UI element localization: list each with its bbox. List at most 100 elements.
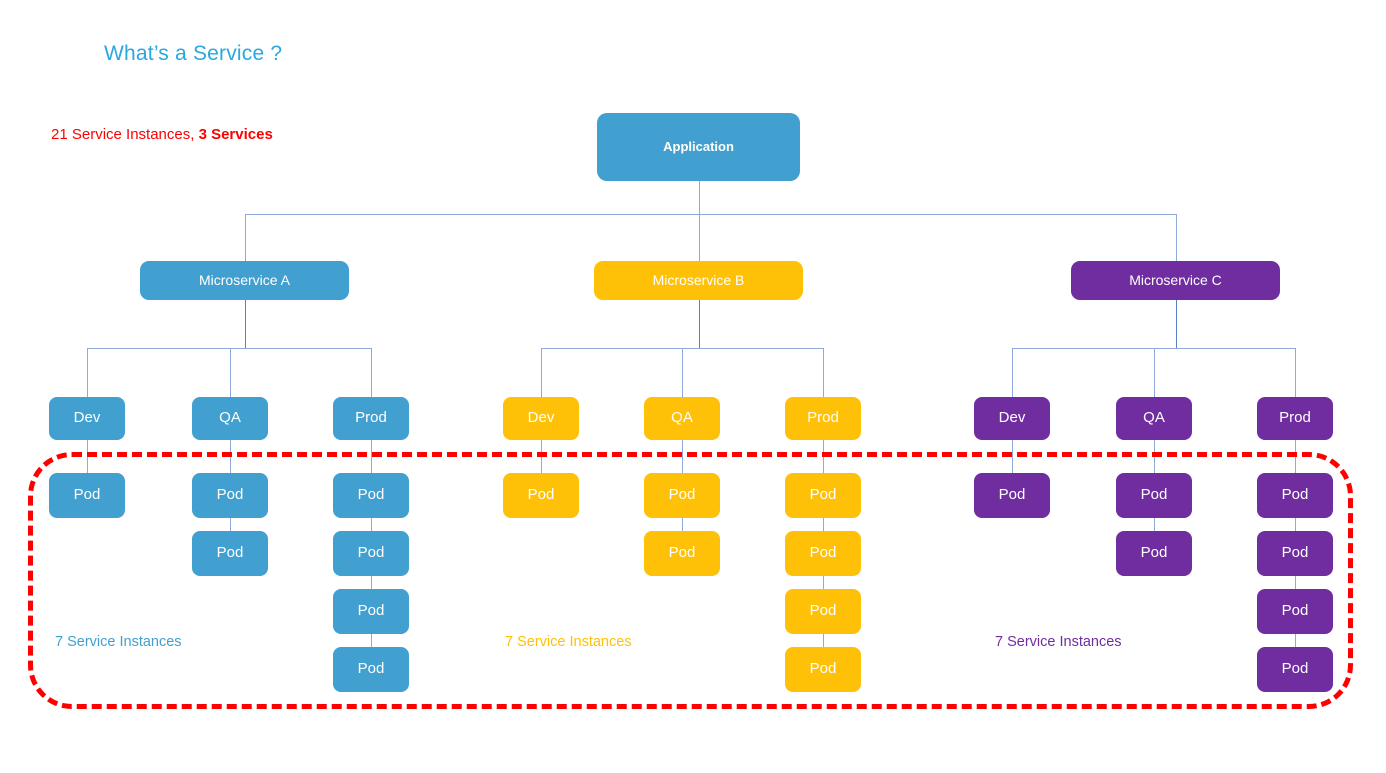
connector-micro-bus [87, 348, 371, 349]
connector-micro-bus [1012, 348, 1295, 349]
pod-node-1-0-0-label: Pod [527, 486, 555, 504]
pod-node-0-1-0[interactable]: Pod [192, 473, 268, 518]
pod-node-1-2-2-label: Pod [809, 602, 837, 620]
connector-pod-link [371, 576, 372, 589]
instances-label-1: 7 Service Instances [505, 634, 632, 650]
connector-pod-link [1154, 440, 1155, 473]
pod-node-0-2-0[interactable]: Pod [333, 473, 409, 518]
pod-node-2-2-1[interactable]: Pod [1257, 531, 1333, 576]
summary-label: 21 Service Instances, 3 Services [51, 126, 273, 143]
pod-node-1-1-1[interactable]: Pod [644, 531, 720, 576]
pod-node-2-1-0-label: Pod [1140, 486, 1168, 504]
connector-pod-link [682, 440, 683, 473]
pod-node-2-2-0[interactable]: Pod [1257, 473, 1333, 518]
connector-pod-link [230, 518, 231, 531]
connector-app-bus [244, 214, 1176, 215]
environment-node-0-1[interactable]: QA [192, 397, 268, 440]
environment-node-0-0-label: Dev [73, 409, 101, 427]
environment-node-1-2[interactable]: Prod [785, 397, 861, 440]
connector-pod-link [1295, 440, 1296, 473]
summary-prefix: 21 Service Instances, [51, 126, 199, 143]
pod-node-0-2-2-label: Pod [357, 602, 385, 620]
application-node-label: Application [663, 138, 734, 154]
connector-pod-link [371, 634, 372, 647]
connector-micro-stem [698, 300, 700, 348]
environment-node-0-2-label: Prod [355, 409, 387, 427]
pod-node-0-2-3[interactable]: Pod [333, 647, 409, 692]
pod-node-1-2-1-label: Pod [809, 544, 837, 562]
pod-node-1-2-3[interactable]: Pod [785, 647, 861, 692]
pod-node-2-2-3[interactable]: Pod [1257, 647, 1333, 692]
pod-node-1-2-2[interactable]: Pod [785, 589, 861, 634]
pod-node-2-2-0-label: Pod [1281, 486, 1309, 504]
environment-node-2-0-label: Dev [998, 409, 1026, 427]
environment-node-2-0[interactable]: Dev [974, 397, 1050, 440]
pod-node-1-2-0-label: Pod [809, 486, 837, 504]
environment-node-0-2[interactable]: Prod [333, 397, 409, 440]
environment-node-1-1[interactable]: QA [644, 397, 720, 440]
pod-node-0-2-2[interactable]: Pod [333, 589, 409, 634]
pod-node-0-2-3-label: Pod [357, 660, 385, 678]
connector-pod-link [1295, 518, 1296, 531]
connector-pod-link [823, 440, 824, 473]
pod-node-2-2-3-label: Pod [1281, 660, 1309, 678]
environment-node-2-1[interactable]: QA [1116, 397, 1192, 440]
connector-pod-link [1012, 440, 1013, 473]
connector-env-drop [1012, 348, 1013, 397]
microservice-node-0[interactable]: Microservice A [140, 261, 349, 300]
microservice-node-0-label: Microservice A [198, 271, 291, 288]
connector-pod-link [87, 440, 88, 473]
connector-env-drop [823, 348, 824, 397]
pod-node-1-2-3-label: Pod [809, 660, 837, 678]
connector-env-drop [682, 348, 683, 397]
microservice-node-2-label: Microservice C [1129, 271, 1222, 288]
connector-pod-link [1154, 518, 1155, 531]
application-node[interactable]: Application [597, 113, 800, 181]
connector-micro-drop [244, 214, 246, 261]
pod-node-1-2-0[interactable]: Pod [785, 473, 861, 518]
pod-node-1-2-1[interactable]: Pod [785, 531, 861, 576]
connector-pod-link [1295, 634, 1296, 647]
connector-pod-link [823, 518, 824, 531]
environment-node-2-2-label: Prod [1279, 409, 1311, 427]
pod-node-2-0-0[interactable]: Pod [974, 473, 1050, 518]
connector-app-stem [698, 181, 700, 214]
connector-pod-link [823, 576, 824, 589]
connector-env-drop [230, 348, 231, 397]
pod-node-2-2-2[interactable]: Pod [1257, 589, 1333, 634]
pod-node-0-0-0-label: Pod [73, 486, 101, 504]
connector-pod-link [1295, 576, 1296, 589]
pod-node-2-1-0[interactable]: Pod [1116, 473, 1192, 518]
pod-node-0-2-1[interactable]: Pod [333, 531, 409, 576]
microservice-node-1[interactable]: Microservice B [594, 261, 803, 300]
environment-node-1-0[interactable]: Dev [503, 397, 579, 440]
pod-node-0-2-0-label: Pod [357, 486, 385, 504]
connector-app-drop-center [698, 214, 700, 261]
connector-micro-stem [1175, 300, 1177, 348]
pod-node-0-2-1-label: Pod [357, 544, 385, 562]
connector-micro-drop [1175, 214, 1177, 261]
pod-node-2-2-2-label: Pod [1281, 602, 1309, 620]
environment-node-0-0[interactable]: Dev [49, 397, 125, 440]
connector-env-drop [371, 348, 372, 397]
environment-node-1-2-label: Prod [807, 409, 839, 427]
connector-env-drop [87, 348, 88, 397]
microservice-node-2[interactable]: Microservice C [1071, 261, 1280, 300]
pod-node-0-1-1[interactable]: Pod [192, 531, 268, 576]
connector-env-drop [541, 348, 542, 397]
pod-node-1-0-0[interactable]: Pod [503, 473, 579, 518]
connector-pod-link [371, 440, 372, 473]
environment-node-1-0-label: Dev [527, 409, 555, 427]
pod-node-2-1-1[interactable]: Pod [1116, 531, 1192, 576]
pod-node-0-0-0[interactable]: Pod [49, 473, 125, 518]
pod-node-2-2-1-label: Pod [1281, 544, 1309, 562]
connector-pod-link [541, 440, 542, 473]
environment-node-0-1-label: QA [219, 409, 241, 427]
connector-pod-link [682, 518, 683, 531]
pod-node-1-1-0-label: Pod [668, 486, 696, 504]
instances-label-2: 7 Service Instances [995, 634, 1122, 650]
pod-node-1-1-0[interactable]: Pod [644, 473, 720, 518]
environment-node-2-2[interactable]: Prod [1257, 397, 1333, 440]
connector-env-drop [1295, 348, 1296, 397]
